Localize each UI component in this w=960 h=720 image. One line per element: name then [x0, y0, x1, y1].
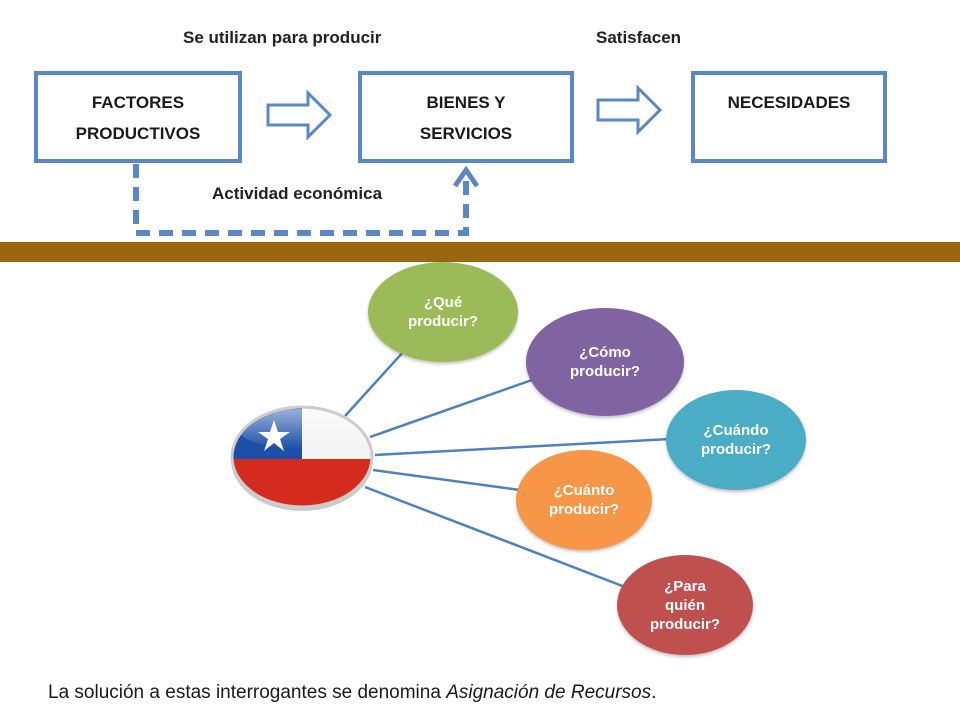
connector-line	[372, 468, 521, 492]
connector-line	[364, 485, 626, 589]
label-satisfacen: Satisfacen	[596, 28, 682, 47]
arrow-right-icon	[596, 84, 663, 136]
footer-text: La solución a estas interrogantes se den…	[48, 682, 447, 703]
box-factores-line1: FACTORES	[91, 93, 185, 112]
box-bienes-line1: BIENES Y	[426, 93, 506, 112]
footer-emphasis: Asignación de Recursos	[446, 682, 652, 703]
box-bienes-servicios: BIENES Y SERVICIOS	[358, 71, 574, 163]
question-line: producir?	[570, 363, 640, 380]
box-necesidades-line1: NECESIDADES	[727, 93, 851, 112]
top-connectors	[133, 84, 663, 236]
question-que-producir: ¿Qué producir?	[368, 262, 518, 362]
footer-caption: La solución a estas interrogantes se den…	[48, 682, 656, 704]
question-line: producir?	[408, 313, 478, 330]
question-line: ¿Para	[664, 577, 706, 595]
divider-band	[0, 242, 960, 262]
question-como-producir: ¿Cómo producir?	[526, 308, 684, 416]
dashed-feedback-path	[133, 164, 469, 236]
label-actividad-economica: Actividad económica	[212, 184, 383, 203]
footer-end: .	[651, 682, 657, 703]
question-line: ¿Cuándo	[703, 422, 769, 439]
box-necesidades: NECESIDADES	[691, 71, 887, 163]
box-factores-productivos: FACTORES PRODUCTIVOS	[34, 71, 242, 163]
question-cuanto-producir: ¿Cuánto producir?	[516, 450, 652, 550]
connector-lines	[344, 349, 671, 589]
arrow-up-icon	[452, 165, 480, 188]
question-line: ¿Cómo	[579, 344, 631, 361]
chile-flag-icon	[230, 405, 374, 511]
question-line: producir?	[701, 441, 771, 458]
question-line: quién	[665, 596, 705, 614]
connector-line	[374, 437, 671, 457]
question-line: producir?	[549, 501, 619, 518]
question-line: ¿Cuánto	[553, 482, 615, 499]
question-cuando-producir: ¿Cuándo producir?	[666, 390, 806, 490]
question-para-quien-producir: ¿Para quién producir?	[617, 555, 753, 655]
connector-line	[344, 349, 406, 417]
question-line: ¿Qué	[423, 294, 463, 311]
connector-line	[369, 378, 533, 439]
arrow-right-icon	[266, 89, 333, 141]
question-line: producir?	[650, 615, 720, 633]
box-factores-line2: PRODUCTIVOS	[75, 124, 201, 143]
label-se-utilizan: Se utilizan para producir	[183, 28, 382, 47]
box-bienes-line2: SERVICIOS	[419, 124, 513, 143]
